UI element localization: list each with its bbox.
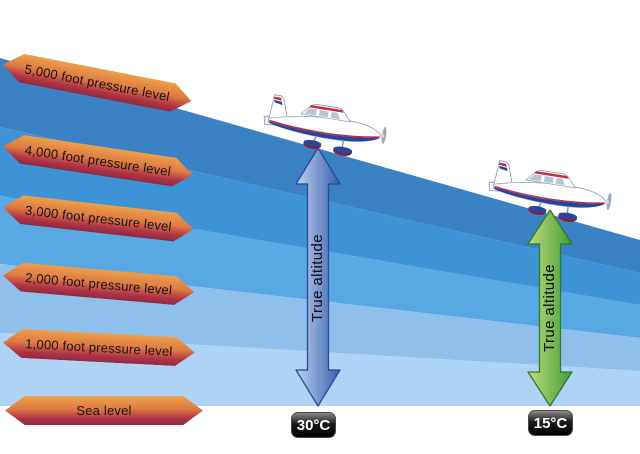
temperature-badge-warm: 30°C bbox=[291, 412, 336, 438]
sea-level-label: Sea level bbox=[76, 403, 132, 418]
temperature-badge-cool: 15°C bbox=[528, 410, 573, 436]
true-altitude-label-cool: True altitude bbox=[541, 263, 558, 353]
sea-level-banner: Sea level bbox=[5, 396, 203, 425]
true-altitude-label-warm: True altitude bbox=[309, 233, 326, 323]
true-altitude-arrow-warm bbox=[295, 147, 341, 407]
true-altitude-arrow-cool bbox=[527, 209, 573, 407]
pressure-level-label: 1,000 foot pressure level bbox=[24, 336, 173, 359]
pressure-level-label: 2,000 foot pressure level bbox=[24, 269, 173, 298]
